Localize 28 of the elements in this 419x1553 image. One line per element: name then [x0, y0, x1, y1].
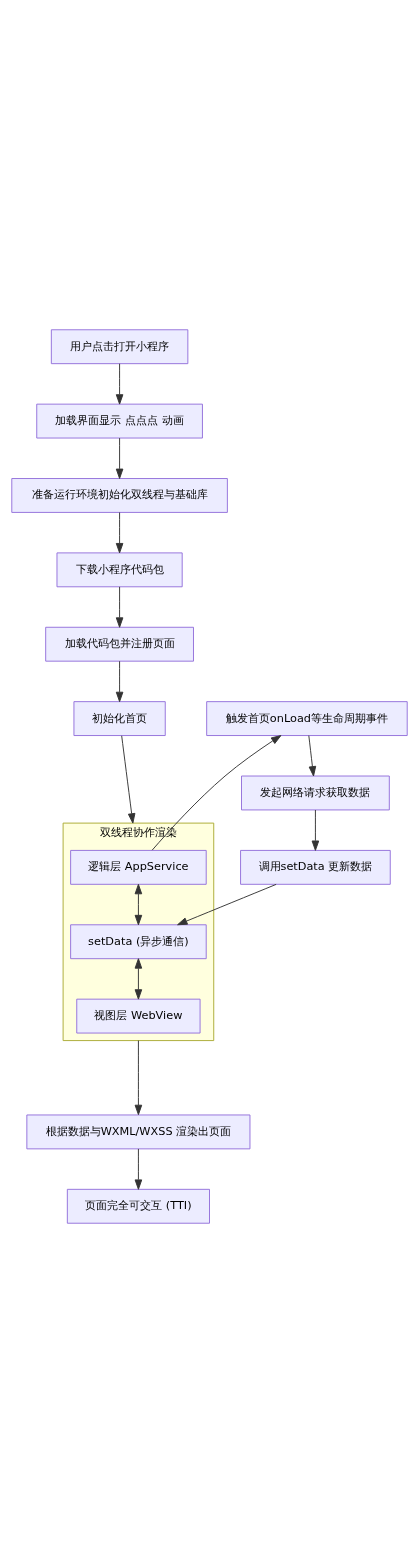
node-box: 初始化首页 — [73, 701, 166, 736]
arrow — [115, 437, 124, 479]
node-box: 发起网络请求获取数据 — [241, 775, 390, 811]
arrow — [115, 512, 124, 554]
node-box: 根据数据与WXML/WXSS 渲染出页面 — [26, 1114, 251, 1150]
arrow — [134, 1148, 143, 1190]
arrow — [308, 735, 317, 777]
arrow — [115, 660, 124, 703]
node-box: 用户点击打开小程序 — [50, 329, 189, 365]
node-box: setData (异步通信) — [70, 924, 207, 960]
node-box: 加载代码包并注册页面 — [45, 626, 194, 662]
arrow — [134, 883, 143, 926]
node-box: 加载界面显示 点点点 动画 — [36, 403, 203, 439]
node-box: 页面完全可交互 (TTI) — [66, 1188, 210, 1224]
arrow — [151, 735, 282, 851]
node-box: 视图层 WebView — [76, 998, 201, 1034]
node-box: 逻辑层 AppService — [70, 849, 207, 885]
node-box: 下载小程序代码包 — [56, 552, 183, 588]
node-box: 调用setData 更新数据 — [240, 849, 391, 885]
arrow — [115, 586, 124, 628]
arrow — [134, 1040, 143, 1116]
arrow — [177, 883, 277, 926]
arrow — [121, 735, 136, 824]
arrow — [134, 958, 143, 1000]
node-box: 准备运行环境初始化双线程与基础库 — [11, 478, 228, 513]
arrow — [115, 363, 124, 405]
arrow — [311, 809, 320, 851]
node-box: 触发首页onLoad等生命周期事件 — [206, 701, 408, 736]
